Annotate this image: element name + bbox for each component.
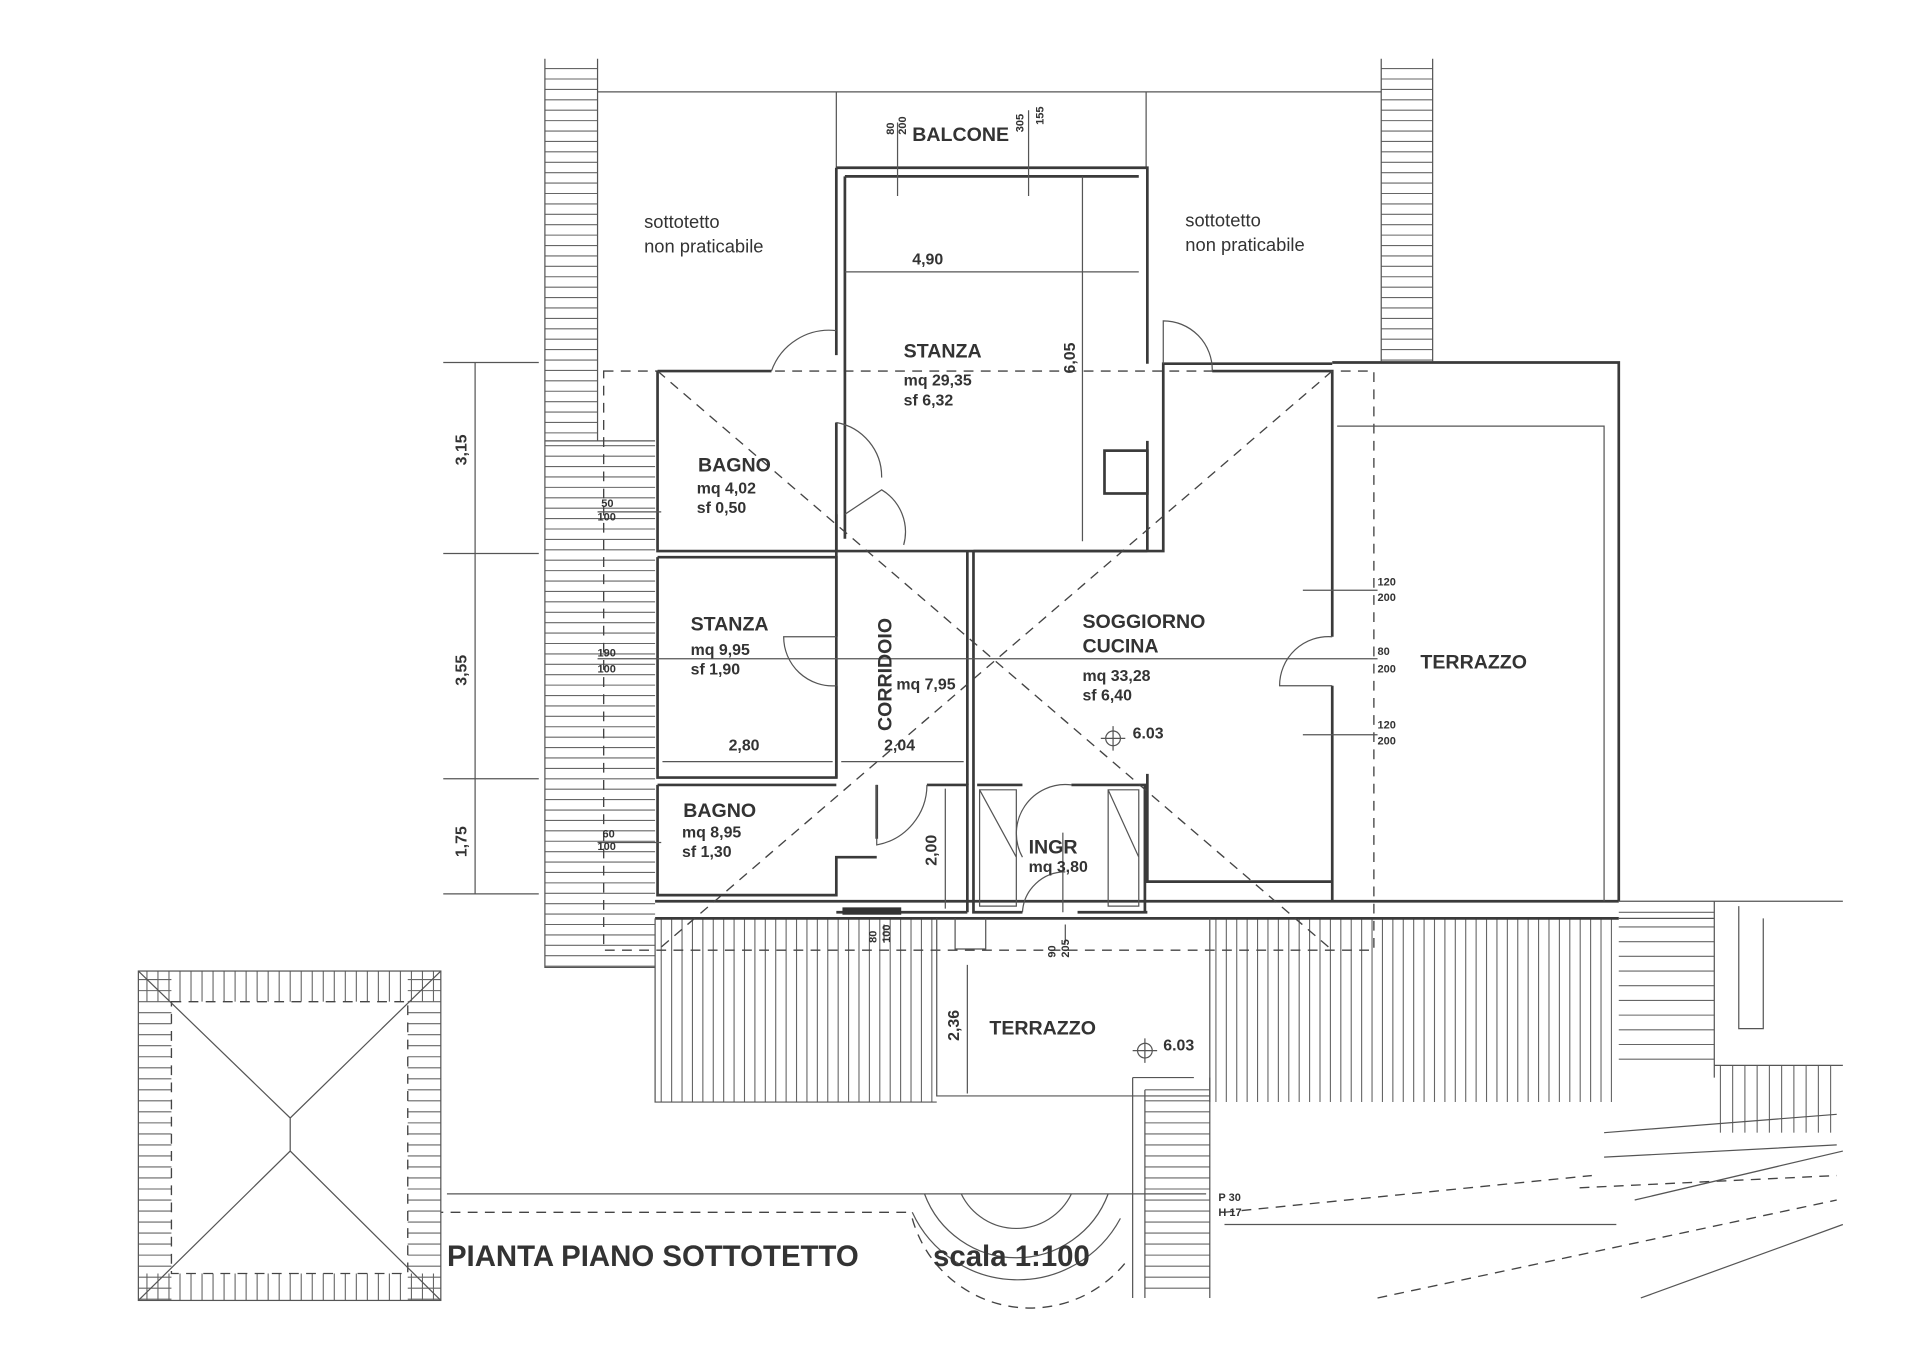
ingresso-name: INGR bbox=[1029, 836, 1078, 858]
bagno2-area: mq 8,95 bbox=[682, 825, 741, 842]
stair-height: H 17 bbox=[1218, 1207, 1241, 1219]
attic-right-line1: sottotetto bbox=[1185, 210, 1261, 231]
window3-b: 200 bbox=[1378, 736, 1396, 748]
left-dimensions: 3,15 3,55 1,75 bbox=[443, 361, 539, 895]
stanza2-window-a: 190 bbox=[598, 647, 616, 659]
bagno2-door-b: 100 bbox=[881, 924, 893, 942]
ingresso-door-a: 90 bbox=[1047, 945, 1059, 957]
terrazzo-right-label: TERRAZZO bbox=[1420, 652, 1527, 674]
bottom-terrace bbox=[440, 900, 1844, 1309]
elevation-marker-icon bbox=[1100, 726, 1126, 751]
dim-left-3: 1,75 bbox=[454, 826, 471, 857]
roof-outline bbox=[544, 58, 1434, 968]
elevation-marker-icon bbox=[1132, 1038, 1158, 1063]
bagno1-area: mq 4,02 bbox=[697, 480, 756, 497]
bagno1-window-a: 50 bbox=[601, 498, 613, 510]
soggiorno-name-2: CUCINA bbox=[1082, 636, 1158, 658]
ingresso-area: mq 3,80 bbox=[1029, 859, 1088, 876]
soggiorno-elevation: 6.03 bbox=[1133, 725, 1164, 742]
window1-a: 120 bbox=[1378, 576, 1396, 588]
soggiorno-sf: sf 6,40 bbox=[1082, 687, 1132, 704]
ingresso-door-b: 205 bbox=[1060, 939, 1072, 957]
stanza-main-area: mq 29,35 bbox=[904, 373, 972, 390]
bagno2-window-a: 60 bbox=[602, 829, 614, 841]
window2-b: 200 bbox=[1378, 663, 1396, 675]
stanza-main-name: STANZA bbox=[904, 341, 982, 363]
soggiorno-area: mq 33,28 bbox=[1082, 668, 1150, 685]
stanza-main-sf: sf 6,32 bbox=[904, 392, 954, 409]
bagno1-name: BAGNO bbox=[698, 454, 771, 476]
stanza-main-depth: 6,05 bbox=[1062, 342, 1079, 373]
roof-ridge-lines bbox=[657, 370, 1333, 951]
stanza2-width: 2,80 bbox=[729, 738, 760, 755]
attic-right-line2: non praticabile bbox=[1185, 234, 1304, 255]
bagno2-depth: 2,00 bbox=[924, 835, 941, 866]
door-swings bbox=[770, 320, 1333, 913]
bagno1-window-b: 100 bbox=[598, 511, 616, 523]
stanza2-name: STANZA bbox=[691, 614, 769, 636]
roof-hatching bbox=[138, 68, 1832, 1301]
stanza-main-width: 4,90 bbox=[912, 252, 943, 269]
bagno2-window-b: 100 bbox=[598, 841, 616, 853]
stanza2-window-b: 100 bbox=[598, 663, 616, 675]
balcone-window-c: 305 bbox=[1015, 114, 1027, 132]
drawing-title: PIANTA PIANO SOTTOTETTO bbox=[447, 1240, 859, 1273]
bagno2-sf: sf 1,30 bbox=[682, 844, 732, 861]
corridoio-name: CORRIDOIO bbox=[874, 618, 896, 731]
balcone-window-a: 80 bbox=[885, 122, 897, 134]
bagno1-sf: sf 0,50 bbox=[697, 500, 747, 517]
stanza2-sf: sf 1,90 bbox=[691, 662, 741, 679]
terrazzo-bottom-label: TERRAZZO bbox=[989, 1018, 1096, 1040]
walls bbox=[655, 166, 1621, 920]
terrazzo-bottom-elevation: 6.03 bbox=[1163, 1038, 1194, 1055]
corridoio-area: mq 7,95 bbox=[896, 676, 955, 693]
drawing-scale: scala 1:100 bbox=[933, 1240, 1090, 1273]
window1-b: 200 bbox=[1378, 592, 1396, 604]
dim-left-1: 3,15 bbox=[454, 434, 471, 465]
inner-dimensions bbox=[597, 110, 1378, 1094]
bagno2-name: BAGNO bbox=[683, 800, 756, 822]
bagno2-door-a: 80 bbox=[868, 931, 880, 943]
stanza2-area: mq 9,95 bbox=[691, 642, 750, 659]
hip-roof-plan bbox=[137, 970, 442, 1302]
dim-left-2: 3,55 bbox=[454, 655, 471, 686]
attic-left-line1: sottotetto bbox=[644, 211, 720, 232]
window3-a: 120 bbox=[1378, 720, 1396, 732]
stair-riser: P 30 bbox=[1218, 1192, 1240, 1204]
balcone-label: BALCONE bbox=[912, 124, 1009, 146]
balcone-window-b: 200 bbox=[897, 116, 909, 134]
attic-left-line2: non praticabile bbox=[644, 235, 763, 256]
terrazzo-bottom-depth: 2,36 bbox=[946, 1010, 963, 1041]
corridoio-width: 2,04 bbox=[884, 738, 915, 755]
balcone-window-d: 155 bbox=[1034, 107, 1046, 125]
soggiorno-name-1: SOGGIORNO bbox=[1082, 611, 1205, 633]
window2-a: 80 bbox=[1378, 646, 1390, 658]
